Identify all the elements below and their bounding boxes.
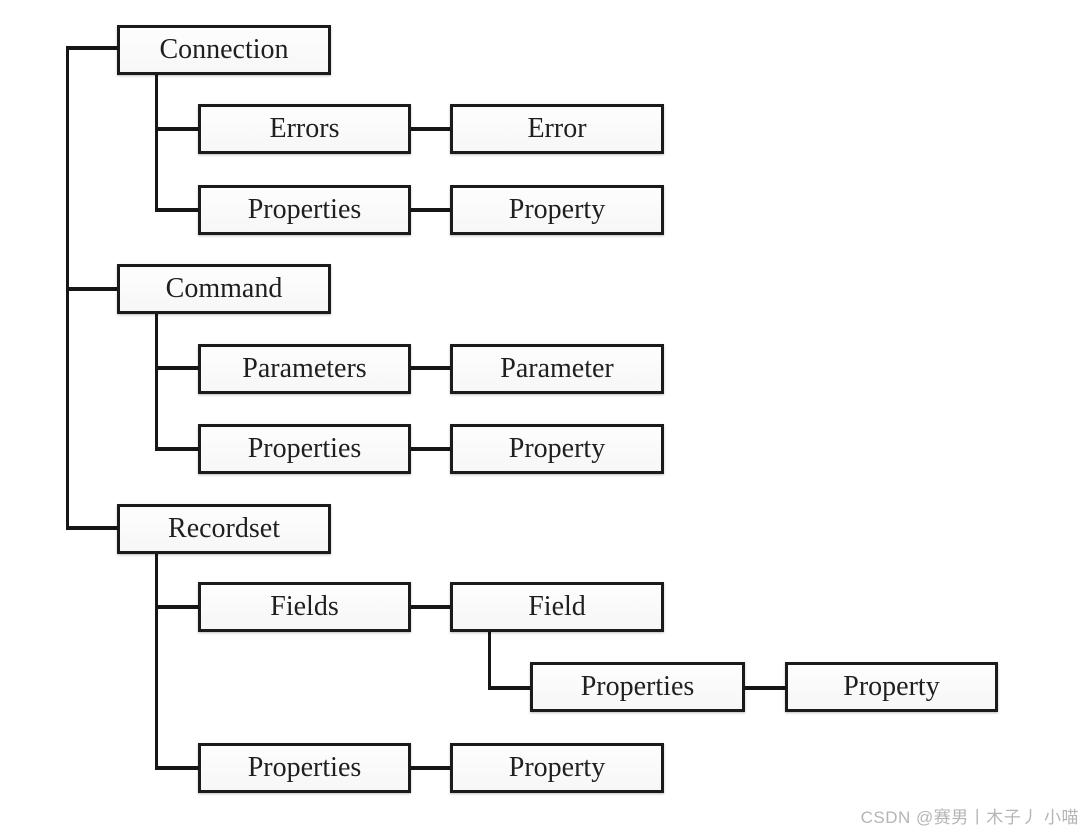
connector-properties-to-property-1: [411, 208, 450, 212]
connector-properties-to-property-2: [411, 447, 450, 451]
connector-recordset-properties-to-property: [411, 766, 450, 770]
node-connection-property: Property: [450, 185, 664, 235]
node-error: Error: [450, 104, 664, 154]
connector-connection-to-errors: [155, 127, 198, 131]
node-command: Command: [117, 264, 331, 314]
connector-trunk-to-connection: [66, 46, 117, 50]
node-field: Field: [450, 582, 664, 632]
connector-field-properties-to-property: [745, 686, 785, 690]
connector-recordset-to-fields: [155, 605, 198, 609]
node-connection: Connection: [117, 25, 331, 75]
connector-connection-to-properties: [155, 208, 198, 212]
csdn-watermark: CSDN @赛男丨木子丿 小喵: [860, 808, 1079, 827]
node-recordset: Recordset: [117, 504, 331, 554]
node-field-properties: Properties: [530, 662, 745, 712]
connector-trunk-to-command: [66, 287, 117, 291]
node-connection-properties: Properties: [198, 185, 411, 235]
node-recordset-property: Property: [450, 743, 664, 793]
connector-recordset-to-properties: [155, 766, 198, 770]
node-parameters: Parameters: [198, 344, 411, 394]
connector-fields-to-field: [411, 605, 450, 609]
node-errors: Errors: [198, 104, 411, 154]
node-command-properties: Properties: [198, 424, 411, 474]
connector-recordset-drop: [155, 554, 158, 770]
connector-command-to-properties: [155, 447, 198, 451]
connector-errors-to-error: [411, 127, 450, 131]
connector-field-to-properties: [488, 686, 530, 690]
node-fields: Fields: [198, 582, 411, 632]
node-command-property: Property: [450, 424, 664, 474]
connector-command-drop: [155, 314, 158, 451]
node-recordset-properties: Properties: [198, 743, 411, 793]
connector-trunk-to-recordset: [66, 526, 117, 530]
connector-field-drop: [488, 632, 491, 690]
connector-connection-drop: [155, 75, 158, 212]
node-parameter: Parameter: [450, 344, 664, 394]
connector-command-to-parameters: [155, 366, 198, 370]
node-field-property: Property: [785, 662, 998, 712]
connector-parameters-to-parameter: [411, 366, 450, 370]
